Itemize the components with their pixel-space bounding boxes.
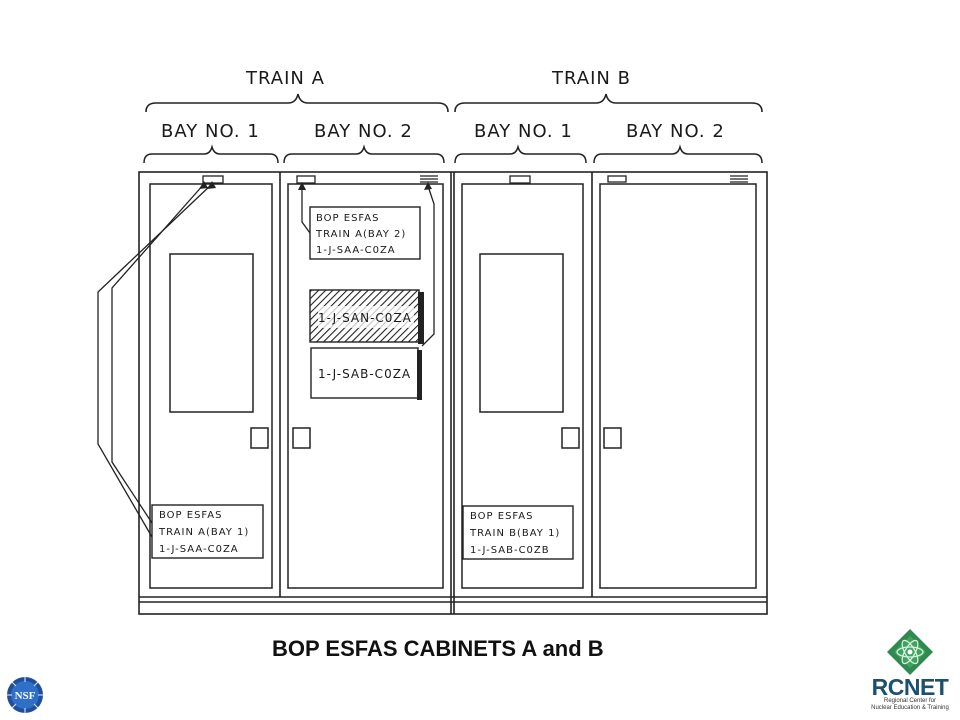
nsf-logo-text: NSF xyxy=(15,690,36,702)
top-plate-a1 xyxy=(202,175,224,184)
handle-a2 xyxy=(292,427,311,449)
handle-a1 xyxy=(250,427,269,449)
bay-brace-b1 xyxy=(454,144,587,164)
train-a-label: TRAIN A xyxy=(245,68,325,89)
label-sab-text: 1-J-SAB-C0ZA xyxy=(318,367,411,381)
top-plate-b1 xyxy=(509,175,531,184)
label-a1-line3: 1-J-SAA-C0ZA xyxy=(159,544,239,555)
pointer-a1-plate xyxy=(97,183,213,538)
vent-b2 xyxy=(730,175,748,183)
window-a1 xyxy=(169,253,254,413)
rcnet-subtitle-1: Regional Center for xyxy=(883,698,937,704)
nsf-logo: NSF xyxy=(7,677,43,713)
window-b1 xyxy=(479,253,564,413)
train-b-label: TRAIN B xyxy=(551,68,631,89)
train-a-brace xyxy=(145,93,449,113)
label-b1-line1: BOP ESFAS xyxy=(470,511,533,522)
handle-b2 xyxy=(603,427,622,449)
label-b1-line2: TRAIN B(BAY 1) xyxy=(469,528,560,539)
pointer-a2-vent xyxy=(421,185,435,347)
label-a1-line1: BOP ESFAS xyxy=(159,510,222,521)
bay-label-b1: BAY NO. 1 xyxy=(474,121,573,142)
vent-a2 xyxy=(420,175,438,183)
label-b1-line3: 1-J-SAB-C0ZB xyxy=(470,545,550,556)
door-b1 xyxy=(461,183,584,589)
label-a2-line2: TRAIN A(BAY 2) xyxy=(315,229,406,240)
bay-brace-b2 xyxy=(593,144,763,164)
label-box-b1 xyxy=(462,505,574,560)
train-b-brace xyxy=(454,93,763,113)
rcnet-atom-icon xyxy=(887,629,933,675)
bay-label-b2: BAY NO. 2 xyxy=(626,121,725,142)
label-a2-line1: BOP ESFAS xyxy=(316,213,379,224)
door-b2 xyxy=(599,183,757,589)
hatched-label-text: 1-J-SAN-C0ZA xyxy=(318,311,412,325)
cabinet-frame xyxy=(138,171,768,615)
bay-label-a1: BAY NO. 1 xyxy=(161,121,260,142)
pointer-a2-plate xyxy=(301,186,311,234)
diagram-caption: BOP ESFAS CABINETS A and B xyxy=(272,636,604,661)
door-a2 xyxy=(287,183,444,589)
bay-brace-a1 xyxy=(143,144,279,164)
cabinet-diagram: TRAIN A TRAIN B BAY NO. 1 BAY NO. 2 BAY … xyxy=(97,68,768,615)
handle-b1 xyxy=(561,427,580,449)
label-box-a1 xyxy=(151,504,264,559)
label-a2-line3: 1-J-SAA-C0ZA xyxy=(316,245,396,256)
top-plate-b2 xyxy=(607,175,627,183)
rcnet-title: RCNET xyxy=(871,674,949,700)
rcnet-subtitle-2: Nuclear Education & Training xyxy=(871,705,949,711)
bay-brace-a2 xyxy=(283,144,445,164)
top-plate-a2 xyxy=(296,175,316,184)
bay-label-a2: BAY NO. 2 xyxy=(314,121,413,142)
rcnet-logo: RCNET Regional Center for Nuclear Educat… xyxy=(862,628,958,718)
label-a1-line2: TRAIN A(BAY 1) xyxy=(158,527,249,538)
